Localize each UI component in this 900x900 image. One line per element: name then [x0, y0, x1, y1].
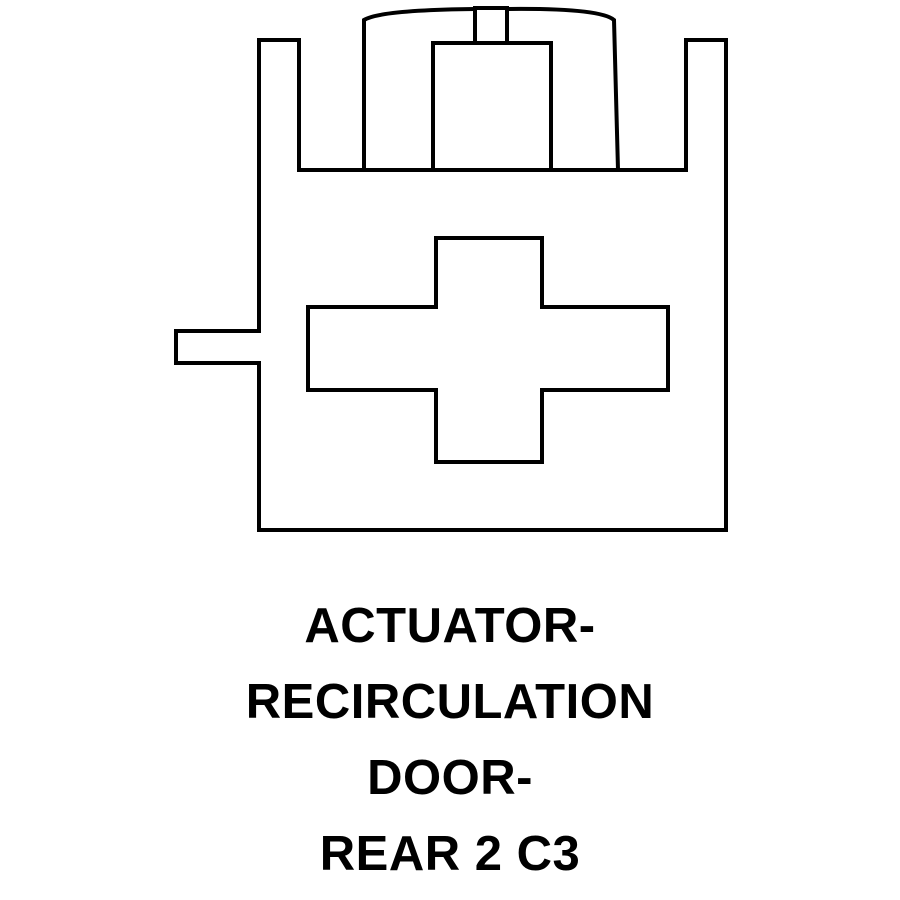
- connector-caption: ACTUATOR- RECIRCULATION DOOR- REAR 2 C3: [0, 588, 900, 892]
- caption-line-3: DOOR-: [367, 751, 533, 805]
- connector-diagram: [174, 6, 728, 532]
- connector-housing-outline: [174, 38, 728, 532]
- caption-line-2: RECIRCULATION: [245, 675, 655, 729]
- cross-keying-icon: [306, 236, 670, 464]
- caption-line-4: REAR 2 C3: [319, 827, 581, 881]
- caption-line-1: ACTUATOR-: [304, 599, 596, 653]
- connector-latch-cap: [362, 6, 620, 171]
- connector-latch-tab: [473, 6, 509, 45]
- connector-latch-block: [431, 41, 553, 172]
